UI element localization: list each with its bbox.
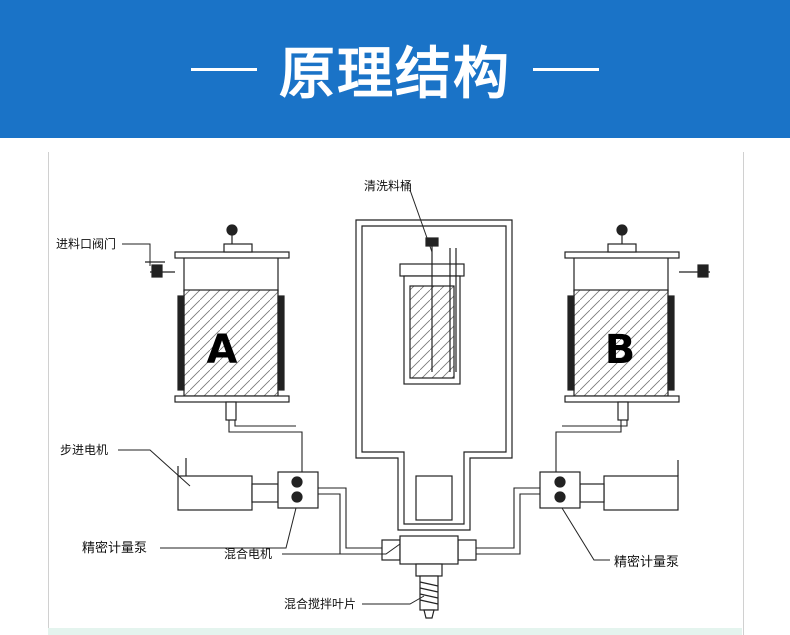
label-mixing-motor: 混合电机 xyxy=(224,546,272,561)
piping xyxy=(228,420,628,555)
left-stepper-motor xyxy=(177,458,279,511)
left-metering-pump xyxy=(277,471,319,509)
label-mixing-blade: 混合搅拌叶片 xyxy=(284,596,356,611)
mixer-head xyxy=(381,535,477,619)
page-title: 原理结构 xyxy=(279,41,511,107)
tank-a-label: A xyxy=(207,327,238,373)
bottom-strip xyxy=(48,628,742,635)
tank-b xyxy=(564,224,710,421)
right-stepper-motor xyxy=(579,460,679,511)
header-banner: 原理结构 xyxy=(0,0,790,138)
leader-lines xyxy=(118,189,610,605)
right-metering-pump xyxy=(539,471,581,509)
tank-b-label: B xyxy=(605,327,636,373)
header-title-group: 原理结构 xyxy=(191,29,599,110)
label-stepper-motor: 步进电机 xyxy=(60,443,108,457)
tank-a xyxy=(145,224,290,421)
label-metering-pump-right: 精密计量泵 xyxy=(614,554,679,570)
label-cleaning-bucket: 清洗料桶 xyxy=(364,178,412,193)
title-dash-left xyxy=(191,67,257,71)
cleaning-chamber xyxy=(355,219,513,531)
label-metering-pump-left: 精密计量泵 xyxy=(82,540,147,556)
title-dash-right xyxy=(533,67,599,71)
label-inlet-valve: 进料口阀门 xyxy=(56,236,116,251)
